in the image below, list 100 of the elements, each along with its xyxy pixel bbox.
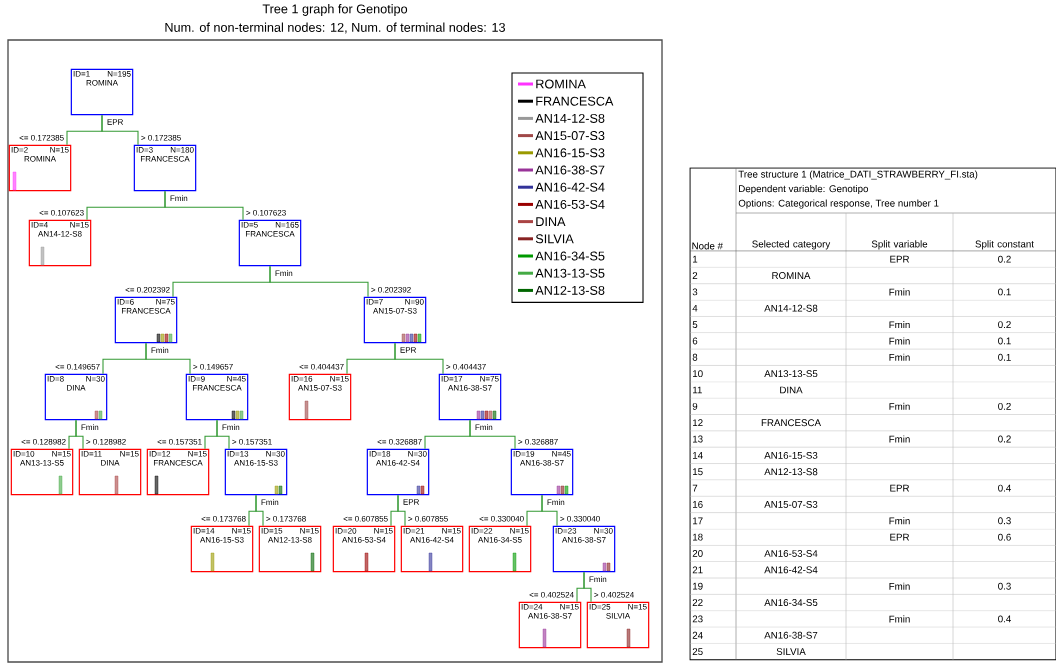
- node-id: ID=17: [441, 376, 463, 382]
- split-value: 0.4: [998, 484, 1011, 492]
- split-line: [75, 419, 84, 450]
- node-count: N=15: [50, 147, 69, 153]
- split-variable: Fmin: [151, 347, 169, 353]
- node-id: ID=19: [513, 451, 535, 457]
- category-name: AN16-15-S3: [200, 537, 244, 543]
- row-number: 13: [693, 435, 703, 443]
- node-count: N=165: [275, 222, 299, 228]
- category-name: SILVIA: [776, 648, 806, 656]
- split-value: 0.1: [998, 288, 1011, 296]
- legend-label: DINA: [536, 217, 566, 226]
- node-count: N=45: [552, 451, 571, 457]
- category-name: AN16-38-S7: [562, 537, 606, 543]
- node-id: ID=4: [31, 222, 48, 228]
- split-line: [541, 494, 558, 527]
- row-number: 21: [692, 566, 703, 574]
- split-condition: > 0.107623: [246, 209, 286, 216]
- legend-label: AN16-15-S3: [535, 148, 605, 158]
- category-name: AN15-07-S3: [764, 501, 818, 508]
- split-value: 0.1: [998, 353, 1011, 361]
- row-number: 8: [692, 353, 698, 361]
- split-value: 0.3: [998, 582, 1011, 590]
- row-number: 17: [693, 517, 703, 525]
- split-condition: > 0.172385: [141, 134, 181, 141]
- node-id: ID=18: [369, 451, 391, 457]
- category-name: FRANCESCA: [193, 385, 242, 391]
- split-line: [583, 571, 592, 603]
- row-number: 2: [692, 272, 698, 279]
- variable-name: Fmin: [889, 353, 910, 361]
- node-count: N=15: [232, 528, 251, 534]
- table-caption: Options: Categorical response, Tree number 1: [738, 199, 939, 209]
- split-condition: > 0.128982: [86, 438, 126, 445]
- node-id: ID=25: [589, 604, 611, 610]
- category-name: ROMINA: [86, 80, 118, 86]
- legend-label: AN15-07-S3: [535, 131, 605, 141]
- node-count: N=75: [480, 376, 499, 382]
- category-name: AN16-42-S4: [764, 566, 818, 574]
- split-line: [216, 419, 230, 450]
- category-name: AN15-07-S3: [298, 385, 342, 391]
- row-number: 16: [693, 501, 703, 508]
- variable-name: Fmin: [889, 402, 910, 410]
- node-count: N=15: [560, 604, 579, 610]
- node-count: N=15: [374, 528, 393, 534]
- node-id: ID=24: [521, 604, 543, 610]
- split-condition: <= 0.149657: [55, 363, 100, 370]
- category-name: AN13-13-S5: [20, 460, 64, 466]
- node-id: ID=5: [241, 222, 258, 228]
- split-condition: > 0.607855: [408, 515, 448, 522]
- split-condition: <= 0.326887: [377, 438, 422, 445]
- row-number: 15: [693, 468, 703, 476]
- variable-name: Fmin: [889, 337, 910, 345]
- node-id: ID=12: [149, 451, 171, 457]
- split-variable: Fmin: [547, 499, 565, 505]
- split-condition: > 0.404437: [446, 363, 486, 370]
- node-id: ID=8: [47, 376, 64, 382]
- category-name: AN16-15-S3: [764, 451, 818, 459]
- row-number: 12: [693, 419, 703, 427]
- category-name: FRANCESCA: [246, 231, 295, 237]
- category-name: FRANCESCA: [154, 460, 203, 466]
- category-name: SILVIA: [606, 613, 631, 619]
- row-number: 1: [693, 255, 698, 263]
- node-id: ID=21: [403, 528, 425, 534]
- variable-name: Fmin: [889, 517, 910, 525]
- category-name: AN13-13-S5: [764, 370, 818, 378]
- split-condition: > 0.202392: [371, 286, 411, 293]
- split-value: 0.2: [998, 435, 1011, 443]
- variable-name: Fmin: [889, 288, 910, 296]
- row-number: 7: [692, 484, 698, 492]
- split-condition: <= 0.107623: [39, 209, 84, 216]
- variable-name: Fmin: [889, 435, 910, 443]
- table-caption: Dependent variable: Genotipo: [739, 185, 869, 195]
- split-condition: <= 0.202392: [125, 286, 170, 293]
- category-name: AN12-13-S8: [764, 468, 818, 476]
- split-line: [101, 114, 139, 146]
- legend-label: AN12-13-S8: [535, 285, 605, 295]
- node-id: ID=10: [13, 451, 35, 457]
- category-name: AN16-38-S7: [520, 460, 564, 466]
- row-number: 24: [692, 631, 703, 639]
- category-name: ROMINA: [24, 156, 56, 162]
- variable-name: EPR: [890, 255, 910, 263]
- split-condition: <= 0.607855: [343, 515, 388, 522]
- node-count: N=15: [52, 451, 71, 457]
- split-line: [255, 494, 264, 527]
- subtitle: Num. of non-terminal nodes: 12, Num. of terminal nodes: 13: [165, 22, 505, 34]
- split-variable: EPR: [403, 499, 420, 505]
- split-condition: <= 0.330040: [479, 515, 524, 522]
- variable-name: EPR: [890, 484, 910, 492]
- split-variable: Fmin: [81, 424, 99, 430]
- variable-name: EPR: [890, 533, 910, 541]
- split-condition: > 0.330040: [560, 515, 600, 522]
- row-number: 9: [692, 402, 698, 410]
- node-count: N=15: [442, 528, 461, 534]
- node-id: ID=20: [335, 528, 357, 534]
- category-name: AN15-07-S3: [373, 308, 417, 314]
- split-variable: Fmin: [170, 195, 188, 201]
- category-name: AN16-34-S5: [478, 537, 522, 543]
- node-id: ID=11: [81, 451, 102, 457]
- node-id: ID=23: [555, 528, 577, 534]
- category-name: FRANCESCA: [122, 308, 171, 314]
